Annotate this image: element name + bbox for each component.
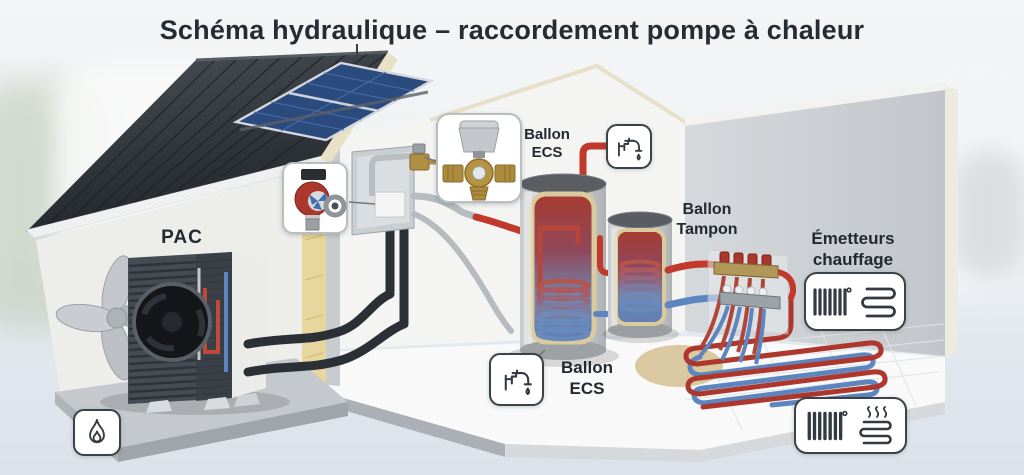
- screed-cutout: [635, 345, 723, 387]
- underfloor-heating-loops: [683, 293, 888, 410]
- emitters-badge-top: [804, 272, 906, 331]
- manifold-supply-rail: [713, 261, 779, 279]
- panel-valve-brass: [409, 153, 430, 171]
- emitters-badge-bottom: [794, 397, 907, 454]
- label-ballon-tampon: Ballon Tampon: [676, 201, 738, 238]
- insulated-pipes: [243, 219, 409, 377]
- underfloor-heating-icon: [858, 420, 892, 445]
- page-title: Schéma hydraulique – raccordement pompe …: [159, 15, 865, 45]
- radiator-icon: [807, 410, 848, 440]
- solar-panels: [232, 61, 435, 142]
- heat-waves-icon: [866, 406, 887, 418]
- hydraulic-wall-panel: [348, 143, 525, 334]
- heating-manifold: [698, 249, 797, 365]
- label-ballon-ecs-bottom: Ballon ECS: [561, 358, 613, 398]
- tank-coil: [535, 278, 591, 342]
- underfloor-with-waves: [857, 406, 899, 445]
- dhw-pipe-to-faucet: [579, 142, 612, 190]
- label-ballon-ecs-top: Ballon ECS: [524, 126, 570, 162]
- panel-pump-box: [374, 191, 406, 218]
- label-emetteurs-chauffage: Émetteurs chauffage: [811, 229, 895, 269]
- label-pac: PAC: [161, 227, 203, 248]
- buffer-coil: [619, 259, 661, 313]
- hot-pipe-to-tank: [472, 213, 525, 235]
- ballon-tampon-tank: [593, 211, 728, 343]
- concrete-pad: [55, 358, 348, 448]
- underfloor-heating-icon: [861, 287, 896, 317]
- heat-pump-unit: [55, 252, 348, 462]
- callout-line-pump: [348, 201, 376, 205]
- valve-actuator: [458, 127, 500, 153]
- ballon-ecs-tank: [507, 142, 619, 367]
- loop-supply-red: [683, 293, 888, 410]
- dhw-faucet-badge-top: [606, 124, 652, 169]
- dhw-faucet-badge-bottom: [489, 353, 544, 406]
- heat-source-badge: [73, 409, 121, 456]
- three-way-valve-callout: [436, 113, 522, 203]
- faucet-icon: [618, 137, 643, 160]
- manifold-return-rail: [719, 291, 781, 310]
- faucet-icon: [504, 368, 532, 395]
- roof: [25, 44, 435, 239]
- flame-icon: [89, 418, 105, 443]
- background-house-right-shade: [952, 150, 1024, 280]
- circulation-pump-callout: [282, 162, 348, 234]
- radiator-icon: [813, 286, 852, 316]
- callout-line-valve: [423, 156, 439, 163]
